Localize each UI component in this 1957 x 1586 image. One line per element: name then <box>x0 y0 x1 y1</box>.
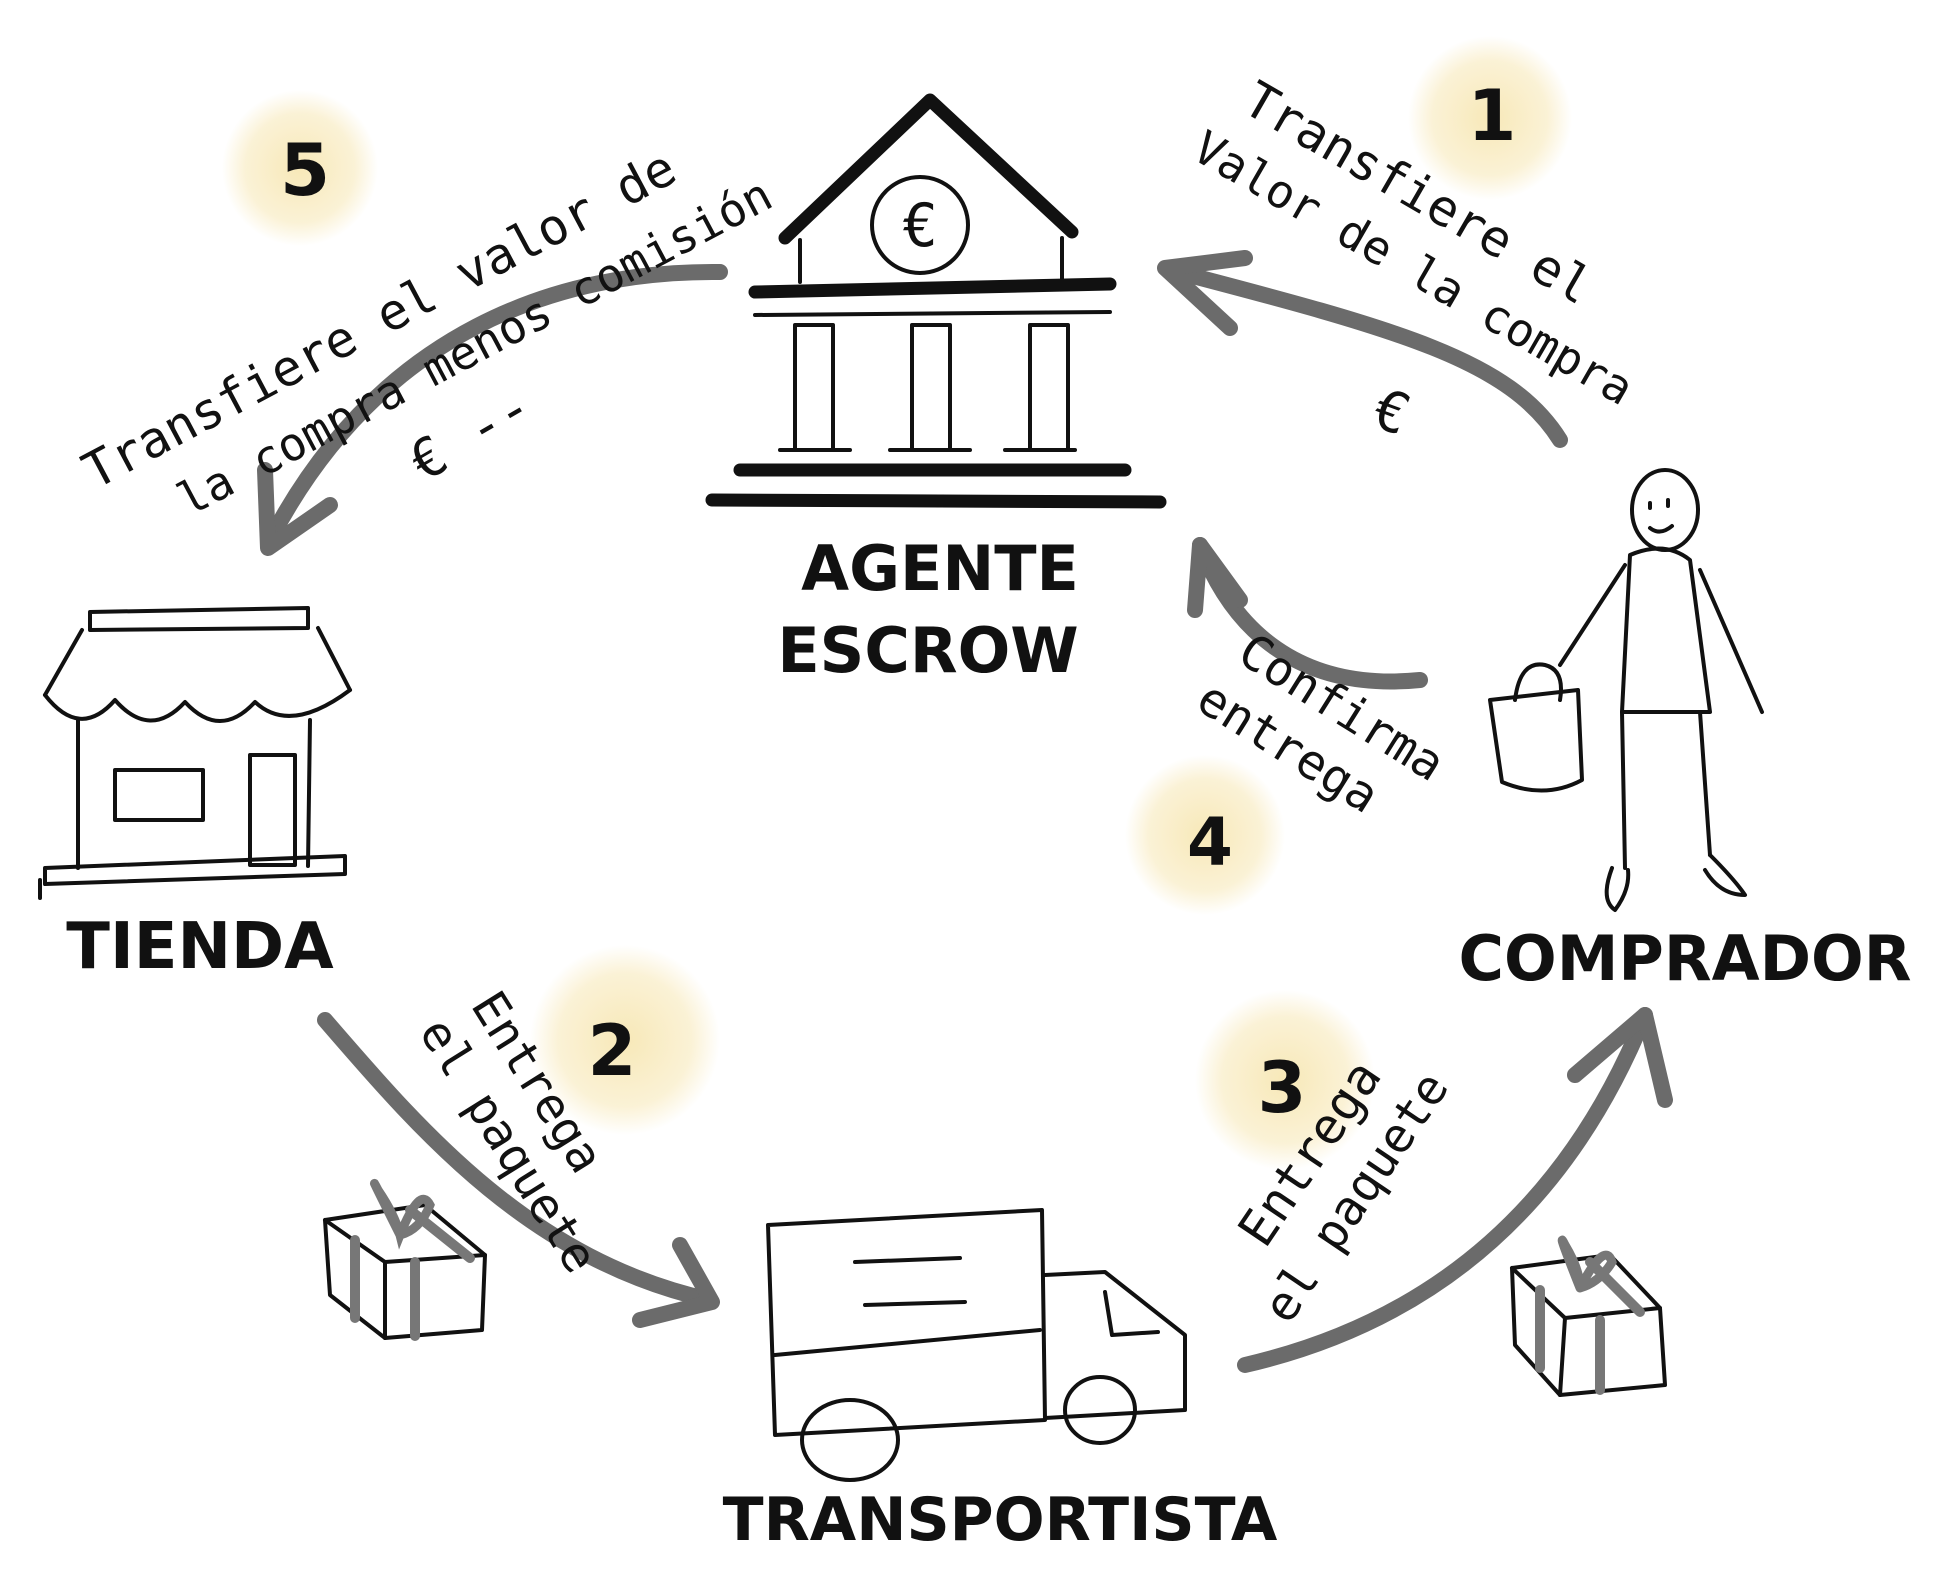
store-label: TIENDA <box>66 910 334 984</box>
arrow-buyer-to-escrow <box>1157 250 1568 448</box>
package-box-icon-right <box>1510 1235 1667 1397</box>
step-5-number: 5 <box>280 128 330 212</box>
carrier-label: TRANSPORTISTA <box>723 1485 1278 1555</box>
step-4-highlight <box>1125 755 1285 915</box>
euro-symbol-building: € <box>902 191 938 261</box>
euro-symbol-incoming: € <box>1364 376 1418 449</box>
step-2-number: 2 <box>588 1010 637 1092</box>
arrow-confirm-delivery <box>1187 537 1428 690</box>
step-2-highlight <box>530 945 720 1135</box>
buyer-person-icon <box>1488 468 1764 912</box>
step-5-text: Transfiere el valor de la compra menos c… <box>73 138 780 526</box>
arrow-carrier-to-buyer <box>1237 1007 1673 1373</box>
step-5-line1: Transfiere el valor de <box>73 138 685 500</box>
buyer-label: COMPRADOR <box>1459 922 1912 995</box>
arrow-store-to-carrier <box>317 1012 720 1328</box>
step-3-number: 3 <box>1258 1047 1307 1129</box>
package-box-icon-left <box>323 1179 487 1341</box>
step-1-highlight <box>1408 36 1572 200</box>
step-5-highlight <box>222 90 378 246</box>
escrow-label-line1: AGENTE <box>801 532 1079 605</box>
step-1-number: 1 <box>1468 75 1517 157</box>
step-4-number: 4 <box>1187 804 1233 881</box>
delivery-truck-icon <box>766 1208 1187 1482</box>
bank-building-icon <box>705 93 1167 509</box>
step-3-highlight <box>1195 990 1375 1170</box>
store-icon <box>38 606 352 900</box>
arrow-escrow-to-store <box>257 263 728 556</box>
escrow-label-line2: ESCROW <box>777 614 1078 687</box>
